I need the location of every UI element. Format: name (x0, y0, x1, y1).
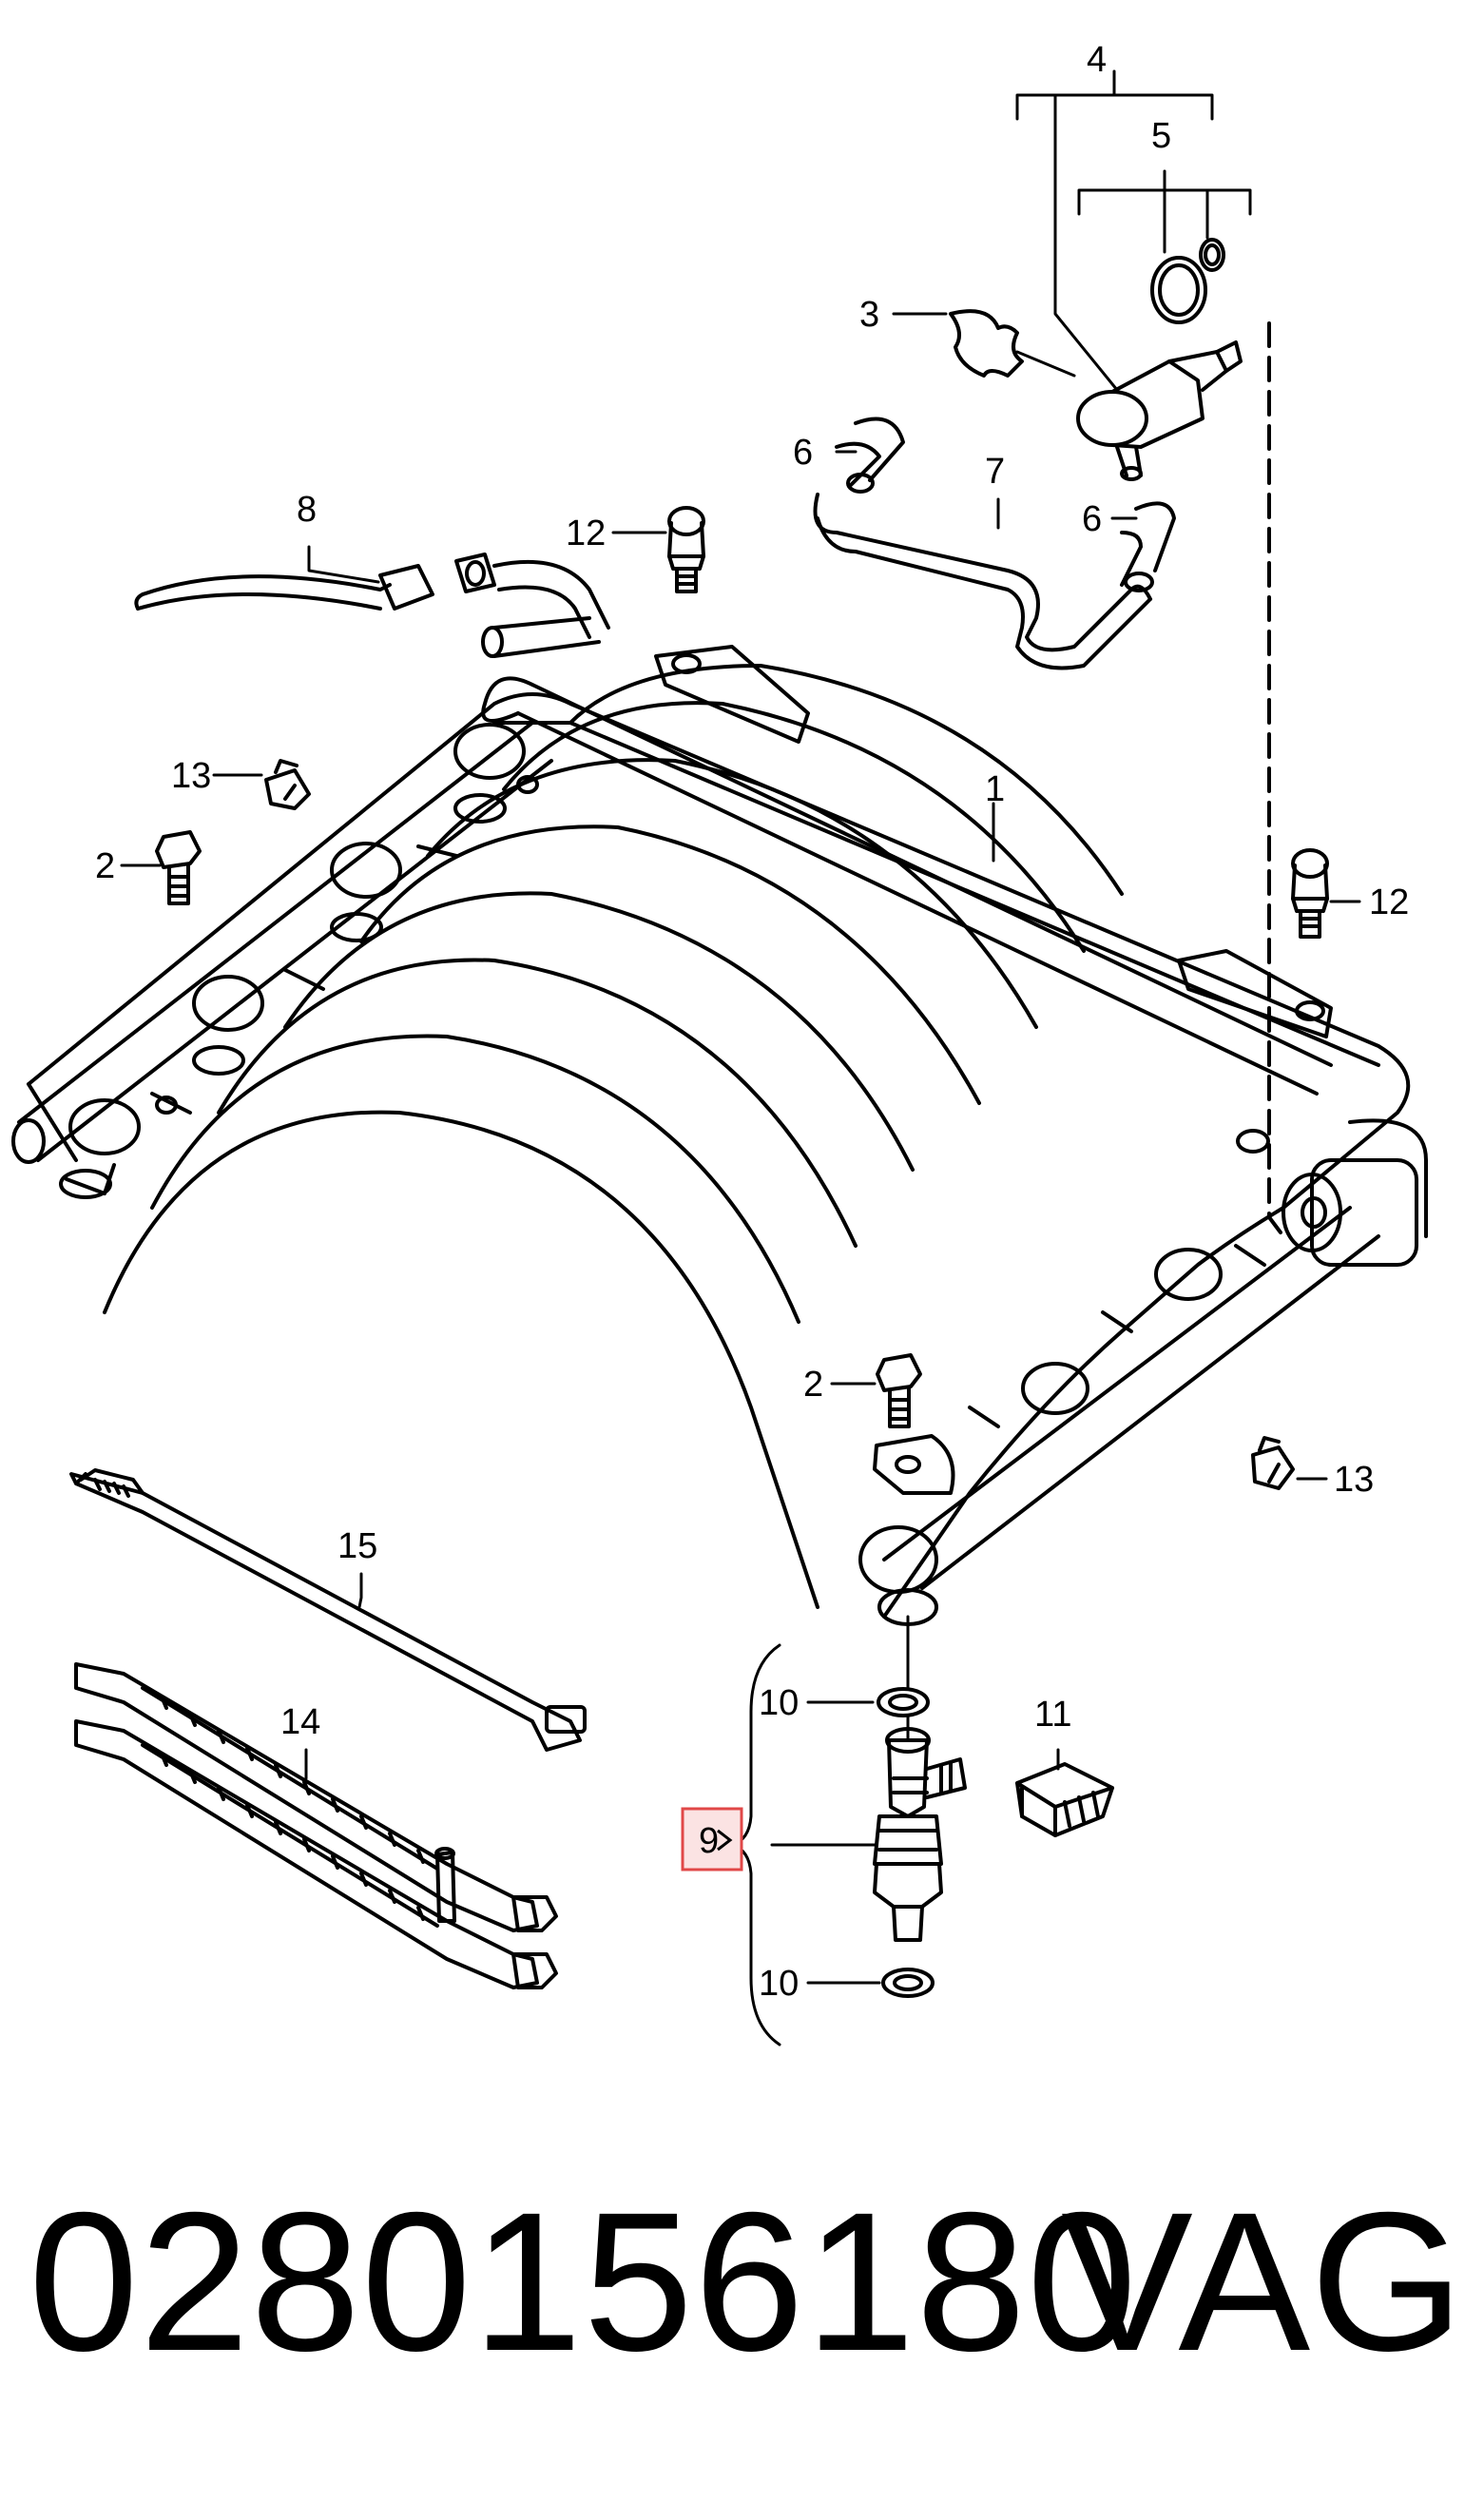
callout-13: 13 (171, 756, 211, 796)
stud (667, 506, 1329, 939)
footer: 0280156180 VAG (29, 2163, 1464, 2401)
callout-14: 14 (280, 1702, 320, 1742)
gasket (949, 309, 1024, 378)
brand-name: VAG (1061, 2172, 1464, 2393)
injector-cup (858, 1248, 1223, 1626)
fuel-hose (134, 553, 610, 658)
reference-line (1267, 321, 1285, 1238)
fuel-injector (873, 1727, 967, 1942)
fuel-rail-left (11, 721, 553, 1199)
callout-2: 2 (95, 846, 115, 886)
callout-9: 9 (699, 1821, 719, 1861)
cable-tie-long (74, 1662, 558, 1989)
o-ring (877, 1687, 935, 1998)
fuel-pressure-regulator (1076, 238, 1243, 481)
callout-11: 11 (1034, 1695, 1071, 1735)
callout-13: 13 (1334, 1460, 1374, 1500)
part-number: 0280156180 (29, 2172, 1138, 2393)
leader-lines (120, 69, 1361, 2046)
callout-12: 12 (1369, 882, 1409, 922)
callout-15: 15 (337, 1526, 377, 1566)
callout-8: 8 (297, 490, 317, 530)
callout-10: 10 (759, 1683, 799, 1723)
injector-cup (59, 723, 526, 1199)
connector (1015, 1762, 1114, 1837)
cable-tie (69, 1468, 587, 1752)
callout-6: 6 (793, 433, 813, 473)
callout-2: 2 (803, 1365, 823, 1405)
callout-6: 6 (1082, 499, 1102, 539)
callout-3: 3 (859, 295, 879, 335)
fuel-rail-right (858, 1118, 1428, 1626)
clip (264, 759, 1295, 1490)
intake-manifold (27, 645, 1411, 1619)
callout-5: 5 (1151, 116, 1171, 156)
vacuum-hose (813, 417, 1176, 670)
bolt (155, 830, 955, 1495)
callout-12: 12 (566, 514, 606, 553)
callout-1: 1 (985, 769, 1005, 809)
o-ring-small (1199, 238, 1225, 272)
highlight-box (681, 1807, 743, 1872)
callout-4: 4 (1087, 40, 1107, 80)
callout-7: 7 (985, 452, 1005, 492)
callout-10: 10 (759, 1964, 799, 2004)
o-ring-large (1150, 256, 1207, 324)
callout-labels: 1 2 2 3 4 5 6 6 7 8 9 10 10 11 12 12 13 … (95, 40, 1409, 2004)
